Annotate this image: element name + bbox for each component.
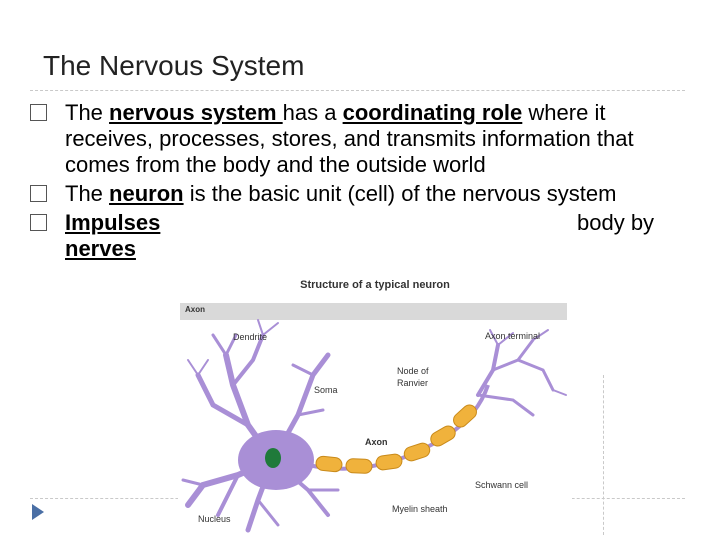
- neuron-diagram: Structure of a typical neuron Axon: [178, 275, 572, 535]
- term-nerves: nerves: [65, 236, 136, 261]
- term-neuron: neuron: [109, 181, 184, 206]
- right-guide-line: [603, 375, 604, 535]
- axon-terminals: [476, 329, 567, 417]
- title-guide-line: [30, 90, 685, 91]
- bullet-text: The: [65, 100, 110, 125]
- label-nucleus: Nucleus: [198, 514, 231, 524]
- label-axon: Axon: [365, 437, 388, 447]
- bullet-text: body by: [577, 210, 655, 235]
- bullet-text: has a: [282, 100, 343, 125]
- label-soma: Soma: [314, 385, 338, 395]
- figure-header-bar: Axon: [180, 303, 567, 320]
- figure-title: Structure of a typical neuron: [300, 279, 450, 291]
- bullet-item: The neuron is the basic unit (cell) of t…: [30, 181, 680, 207]
- neuron-illustration: [181, 319, 567, 533]
- nucleus-shape: [265, 448, 281, 468]
- slide-title: The Nervous System: [43, 50, 305, 81]
- checkbox-bullet-icon: [30, 185, 47, 202]
- label-node-of-ranvier: Node of Ranvier: [397, 366, 429, 388]
- term-impulses: Impulses: [65, 210, 161, 235]
- slide-nav-arrow-icon[interactable]: [32, 504, 44, 520]
- dendrites: [181, 319, 340, 533]
- bullet-text: where it receives, processes, stores, an…: [65, 100, 634, 177]
- bullet-item: Impulses body by nerves: [30, 210, 680, 262]
- bullet-item: The nervous system has a coordinating ro…: [30, 100, 680, 178]
- bullet-list: The nervous system has a coordinating ro…: [30, 100, 680, 265]
- label-axon-terminal: Axon terminal: [485, 331, 541, 341]
- label-schwann-cell: Schwann cell: [475, 480, 529, 490]
- myelin-sheath-segments: [315, 404, 477, 474]
- bullet-text: The: [65, 181, 110, 206]
- label-dendrite: Dendrite: [233, 332, 268, 342]
- bullet-text: is the basic unit (cell) of the nervous …: [183, 181, 617, 206]
- checkbox-bullet-icon: [30, 104, 47, 121]
- figure-bar-label: Axon: [185, 305, 205, 314]
- label-myelin-sheath: Myelin sheath: [392, 504, 448, 514]
- term-coordinating-role: coordinating role: [342, 100, 523, 125]
- term-nervous-system: nervous system: [109, 100, 283, 125]
- checkbox-bullet-icon: [30, 214, 47, 231]
